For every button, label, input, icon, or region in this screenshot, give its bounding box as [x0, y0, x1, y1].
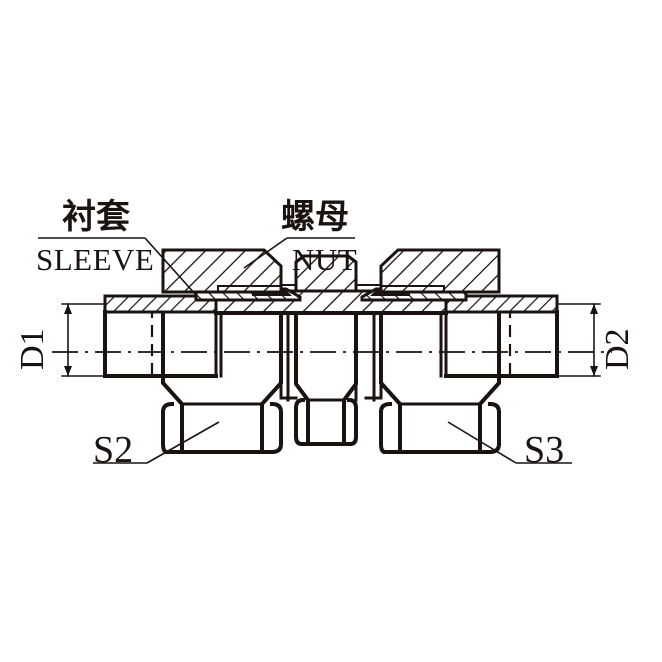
nut-left-corner-left	[161, 401, 175, 455]
nut-left-outline-lower	[160, 311, 284, 455]
nut-right-section	[379, 248, 501, 294]
s3-label: S3	[524, 429, 564, 471]
nut-leader-line	[243, 237, 288, 269]
body-hex-corner-right	[346, 397, 358, 447]
d1-arrow-top	[64, 304, 72, 314]
body-hex-outline-lower	[294, 311, 358, 447]
body-hex-corner-left	[294, 397, 306, 447]
body-flange-steps-lower	[279, 311, 383, 402]
tube-left-wall-hatch	[105, 296, 216, 312]
d1-label: D1	[14, 328, 51, 370]
s2-leader-line	[146, 421, 220, 464]
d2-label: D2	[599, 328, 636, 370]
nut-right-chamfer-right	[477, 380, 502, 407]
nut-right-corner-right	[487, 401, 501, 455]
s2-label: S2	[93, 429, 133, 471]
body-boss-hatch	[296, 256, 356, 291]
nut-label-en: NUT	[292, 242, 357, 277]
nut-left-hatch	[163, 250, 281, 292]
nut-right-corner-left	[379, 401, 393, 455]
nut-left-corner-right	[269, 401, 283, 455]
nut-right-chamfer-left	[378, 380, 403, 407]
nut-label-cn: 螺母	[281, 198, 349, 236]
sleeve-leader-line	[144, 237, 197, 296]
nut-left-chamfer-left	[160, 380, 185, 407]
sleeve-label-en: SLEEVE	[36, 242, 154, 277]
nut-right-hatch	[381, 250, 499, 292]
d1-arrow-bottom	[64, 366, 72, 376]
nut-right-outline-lower	[378, 311, 502, 455]
nut-left-section	[161, 248, 283, 294]
nut-left-recess	[217, 285, 282, 293]
s3-leader-line	[447, 421, 517, 464]
sleeve-trace-lower	[214, 311, 448, 378]
callout-leaders	[38, 237, 572, 464]
tube-bore-hidden-lines	[105, 306, 557, 378]
nut-left-chamfer-right	[259, 380, 284, 407]
tube-right-wall-hatch	[446, 296, 557, 312]
nut-right-recess	[380, 285, 445, 293]
d2-arrow-bottom	[590, 366, 598, 376]
sleeve-label-cn: 衬套	[62, 198, 130, 236]
d2-arrow-top	[590, 304, 598, 314]
